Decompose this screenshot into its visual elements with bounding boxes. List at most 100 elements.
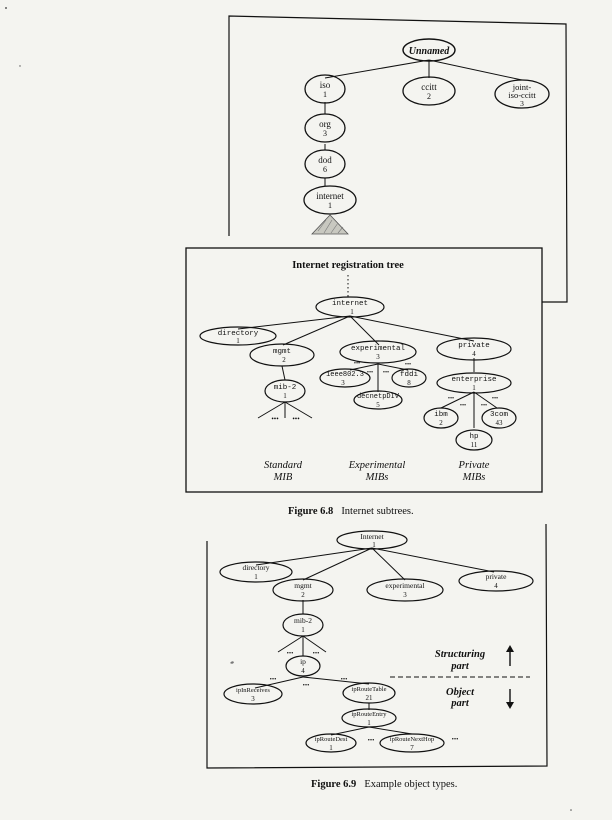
fig68-node-enterprise: enterprise 1 — [436, 372, 512, 394]
svg-text:enterprise: enterprise — [451, 376, 496, 384]
fig69-node-ipinreceives: ipInReceives 3 — [223, 683, 283, 705]
subtree-triangle — [311, 214, 349, 235]
fig68-frame — [185, 247, 543, 493]
fig69-ellipsis-ip-right: ••• — [341, 676, 348, 683]
fig68-ellipsis-mib2-right: ••• — [292, 415, 300, 423]
fig68-ellipsis-exp-c: ••• — [383, 370, 389, 376]
node-ccitt: ccitt 2 — [402, 76, 456, 106]
fig69-node-internet: Internet 1 — [336, 530, 408, 550]
svg-text:3com: 3com — [490, 411, 509, 419]
fig69-node-iproutedest: ipRouteDest 1 — [305, 733, 357, 753]
label-private-mibs: MIBs — [462, 472, 486, 483]
node-unnamed: Unnamed — [402, 38, 456, 62]
svg-text:mib-2: mib-2 — [294, 616, 312, 625]
fig68-caption-text: Internet subtrees. — [341, 506, 414, 517]
node-iso: iso 1 — [304, 74, 346, 104]
label-experimental-mibs: MIBs — [365, 472, 389, 483]
fig69-caption-number: Figure 6.9 — [311, 779, 357, 790]
fig69-node-experimental: experimental 3 — [366, 578, 444, 602]
fig68-node-ieee8023: ieee802.3 3 — [319, 368, 371, 388]
svg-text:ibm: ibm — [434, 411, 448, 419]
fig68-edges — [237, 315, 498, 428]
svg-text:3: 3 — [403, 591, 407, 599]
fig68-ellipsis-ent-d: ••• — [481, 403, 487, 409]
svg-text:2: 2 — [282, 356, 286, 364]
svg-text:directory: directory — [242, 563, 269, 572]
fig68-node-3com: 3com 43 — [481, 407, 517, 429]
svg-text:joint-: joint- — [512, 82, 532, 92]
fig68-ellipsis-ent-b: ••• — [492, 396, 498, 402]
svg-text:experimental: experimental — [351, 345, 406, 353]
svg-text:ipRouteDest: ipRouteDest — [315, 736, 348, 743]
fig68-ellipsis-exp-a: ••• — [354, 361, 360, 367]
fig69-node-mgmt: mgmt 2 — [272, 578, 334, 602]
svg-text:dod: dod — [318, 155, 332, 165]
svg-text:1: 1 — [367, 719, 371, 727]
fig69-ellipsis-mib2-left: ••• — [287, 650, 294, 657]
svg-text:experimental: experimental — [385, 581, 424, 590]
arrow-down-icon — [506, 689, 514, 709]
fig68-ellipsis-mib2-left: ••• — [271, 415, 279, 423]
svg-text:11: 11 — [471, 441, 478, 449]
svg-text:3: 3 — [323, 129, 327, 138]
label-standard: Standard — [264, 460, 303, 471]
label-private: Private — [458, 460, 490, 471]
fig68-node-mib2: mib-2 1 — [264, 379, 306, 403]
node-org: org 3 — [304, 113, 346, 143]
svg-text:1: 1 — [323, 90, 327, 99]
svg-text:4: 4 — [472, 350, 476, 358]
fig69-node-iprouteentry: ipRouteEntry 1 — [341, 708, 397, 728]
svg-text:8: 8 — [407, 379, 411, 387]
fig68-node-ibm: ibm 2 — [423, 407, 459, 429]
node-internet-top: internet 1 — [303, 185, 357, 215]
svg-text:2: 2 — [439, 419, 443, 427]
fig68-ellipsis-exp-d: ••• — [405, 362, 411, 368]
fig68-node-mgmt: mgmt 2 — [249, 343, 315, 367]
svg-text:7: 7 — [410, 744, 414, 752]
node-joint-iso-ccitt: joint- iso-ccitt 3 — [494, 79, 550, 109]
fig68-title: Internet registration tree — [292, 260, 404, 271]
svg-text:Internet: Internet — [360, 532, 384, 541]
svg-text:iso-ccitt: iso-ccitt — [508, 90, 536, 100]
svg-text:iso: iso — [320, 80, 331, 90]
svg-text:2: 2 — [427, 92, 431, 101]
svg-text:1: 1 — [472, 384, 476, 392]
fig69-frame — [206, 523, 548, 769]
fig69-ellipsis-entry-mid: ••• — [368, 737, 375, 744]
fig68-node-private: private 4 — [436, 337, 512, 361]
fig68-caption-number: Figure 6.8 — [288, 506, 334, 517]
svg-text:1: 1 — [350, 308, 354, 316]
top-tree-figure: Unnamed iso 1 ccitt 2 joint- iso-ccitt 3… — [228, 15, 568, 303]
svg-text:ipRouteEntry: ipRouteEntry — [351, 711, 387, 718]
svg-text:4: 4 — [494, 582, 498, 590]
fig69-ellipsis-ip-mid: ••• — [303, 682, 310, 689]
svg-text:ieee802.3: ieee802.3 — [326, 371, 364, 379]
svg-text:decnetpDIV: decnetpDIV — [357, 393, 400, 401]
fig68-ellipsis-ent-c: ••• — [460, 403, 466, 409]
svg-text:1: 1 — [329, 744, 333, 752]
svg-text:43: 43 — [496, 419, 504, 427]
svg-text:1: 1 — [372, 541, 376, 549]
svg-text:mgmt: mgmt — [294, 581, 312, 590]
scan-speck — [19, 65, 21, 67]
svg-text:1: 1 — [283, 392, 287, 400]
figure-6-8: Internet registration tree inter — [185, 247, 543, 493]
svg-text:ipInReceives: ipInReceives — [236, 687, 270, 694]
label-experimental: Experimental — [348, 460, 406, 471]
svg-text:2: 2 — [301, 591, 305, 599]
svg-text:private: private — [486, 572, 507, 581]
fig68-node-fddi: fddi 8 — [391, 368, 427, 388]
fig69-ellipsis-entry-right: ••• — [452, 736, 459, 743]
fig69-node-iproutetable: ipRouteTable 21 — [342, 682, 396, 704]
label-object: Object — [446, 687, 475, 698]
fig69-node-private: private 4 — [458, 570, 534, 592]
svg-text:3: 3 — [341, 379, 345, 387]
figure-6-9: Internet 1 directory 1 mgmt 2 experiment… — [206, 523, 548, 769]
svg-text:org: org — [319, 119, 331, 129]
fig68-caption: Figure 6.8 Internet subtrees. — [288, 506, 414, 517]
svg-text:internet: internet — [316, 191, 344, 201]
fig68-node-hp: hp 11 — [455, 429, 493, 451]
fig68-node-experimental: experimental 3 — [339, 340, 417, 364]
